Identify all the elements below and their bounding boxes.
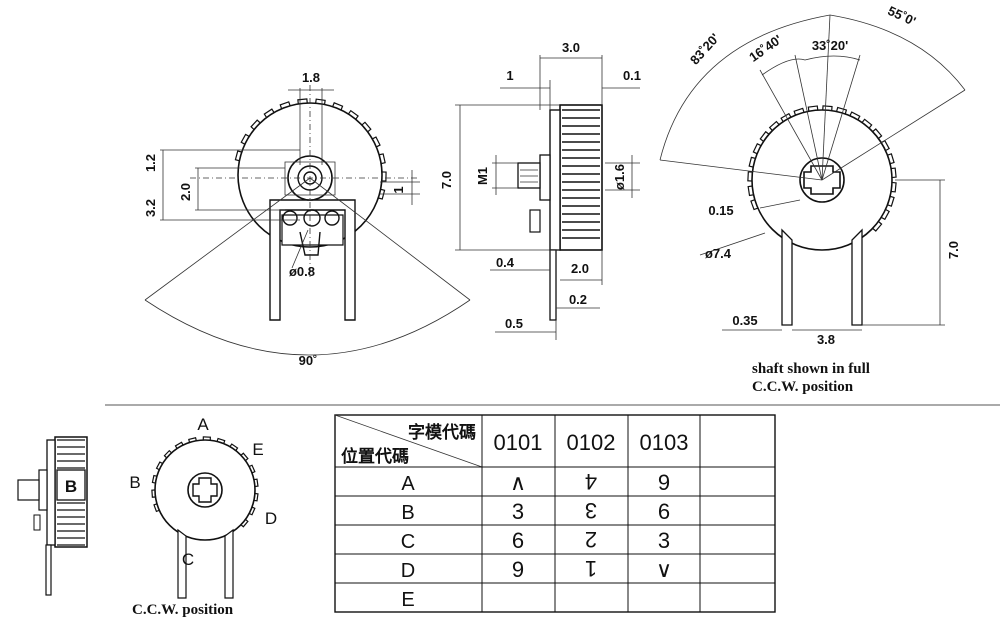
dim-rear-angle-right: 55˚0' xyxy=(886,3,919,29)
dim-rear-height: 7.0 xyxy=(946,241,961,259)
mini-side-label: B xyxy=(65,477,77,496)
mini-side-view: B xyxy=(17,436,88,596)
table-cell: 3 xyxy=(585,498,597,523)
dim-side-left-top: 1 xyxy=(506,68,513,83)
mini-caption: C.C.W. position xyxy=(132,602,234,618)
side-view: 3.0 1 0.1 7.0 M1 ø1.6 0.4 2.0 0.2 0.5 xyxy=(439,40,641,340)
table-row-label: A xyxy=(401,473,415,495)
dim-side-width: 3.0 xyxy=(562,40,580,55)
dim-upper-left: 1.2 xyxy=(143,154,158,172)
front-view: 1.8 1.2 3.2 2.0 1 ø0.8 90˚ xyxy=(143,70,471,368)
dim-side-diameter: ø1.6 xyxy=(612,164,627,190)
position-d: D xyxy=(265,509,277,528)
rear-caption-line1: shaft shown in full xyxy=(752,361,870,377)
table-header-bottom: 位置代碼 xyxy=(341,446,409,467)
dim-rear-angle-a: 16˚40' xyxy=(746,32,784,65)
table-cell: 9 xyxy=(512,557,524,582)
dim-angle: 90˚ xyxy=(299,353,318,368)
dim-lower-left: 3.2 xyxy=(143,199,158,217)
table-header-top: 字模代碼 xyxy=(408,422,476,443)
dim-side-body: 2.0 xyxy=(571,261,589,276)
table-cell: 2 xyxy=(585,527,597,552)
rear-view: 83˚20' 55˚0' 16˚40' 33˚20' 0.15 ø7.4 7.0… xyxy=(659,3,966,395)
mini-front-view: A B C D E C.C.W. position xyxy=(129,415,277,618)
dim-hole: ø0.8 xyxy=(289,264,315,279)
table-cell: 3 xyxy=(658,528,670,553)
table-cell: 6 xyxy=(658,499,670,524)
side-knurl xyxy=(562,109,600,239)
dim-rear-gap: 0.15 xyxy=(708,203,733,218)
position-a: A xyxy=(197,415,209,434)
dim-rear-angle-total: 83˚20' xyxy=(687,30,722,67)
dim-side-thread: M1 xyxy=(475,167,490,185)
table-cell: 6 xyxy=(512,528,524,553)
table-row-label: B xyxy=(401,502,414,524)
table-col-0103: 0103 xyxy=(640,430,689,455)
dim-top: 1.8 xyxy=(302,70,320,85)
dim-rear-pin-width: 0.35 xyxy=(732,313,757,328)
table-cell: ∧ xyxy=(510,470,526,495)
table-cell: 4 xyxy=(585,469,597,494)
position-b: B xyxy=(129,473,140,492)
table-row-label: D xyxy=(401,560,415,582)
table-row-label: C xyxy=(401,531,415,553)
side-pin xyxy=(549,249,557,321)
dim-rear-angle-b: 33˚20' xyxy=(812,38,848,53)
dim-side-right-top: 0.1 xyxy=(623,68,641,83)
dim-side-pin-width: 0.2 xyxy=(569,292,587,307)
table-cell: 1 xyxy=(585,556,597,581)
table-cell: 9 xyxy=(658,470,670,495)
dim-side-pin-offset: 0.4 xyxy=(496,255,515,270)
position-e: E xyxy=(252,440,263,459)
dim-rear-diameter: ø7.4 xyxy=(705,246,732,261)
table-col-0101: 0101 xyxy=(494,430,543,455)
dim-rear-pin-span: 3.8 xyxy=(817,332,835,347)
side-wheel xyxy=(559,104,603,251)
position-c: C xyxy=(182,550,194,569)
table-diagonal xyxy=(334,414,483,468)
table-row-label: E xyxy=(401,589,414,611)
table-cell: 3 xyxy=(512,499,524,524)
dim-side-height: 7.0 xyxy=(439,171,454,189)
dim-right: 1 xyxy=(391,186,406,193)
side-shaft xyxy=(517,162,541,189)
dim-side-pin-base: 0.5 xyxy=(505,316,523,331)
front-terminals xyxy=(269,199,356,321)
rear-caption-line2: C.C.W. position xyxy=(752,379,854,395)
table-col-0102: 0102 xyxy=(567,430,616,455)
table-cell: ∨ xyxy=(656,557,672,582)
dim-inner-left: 2.0 xyxy=(178,183,193,201)
